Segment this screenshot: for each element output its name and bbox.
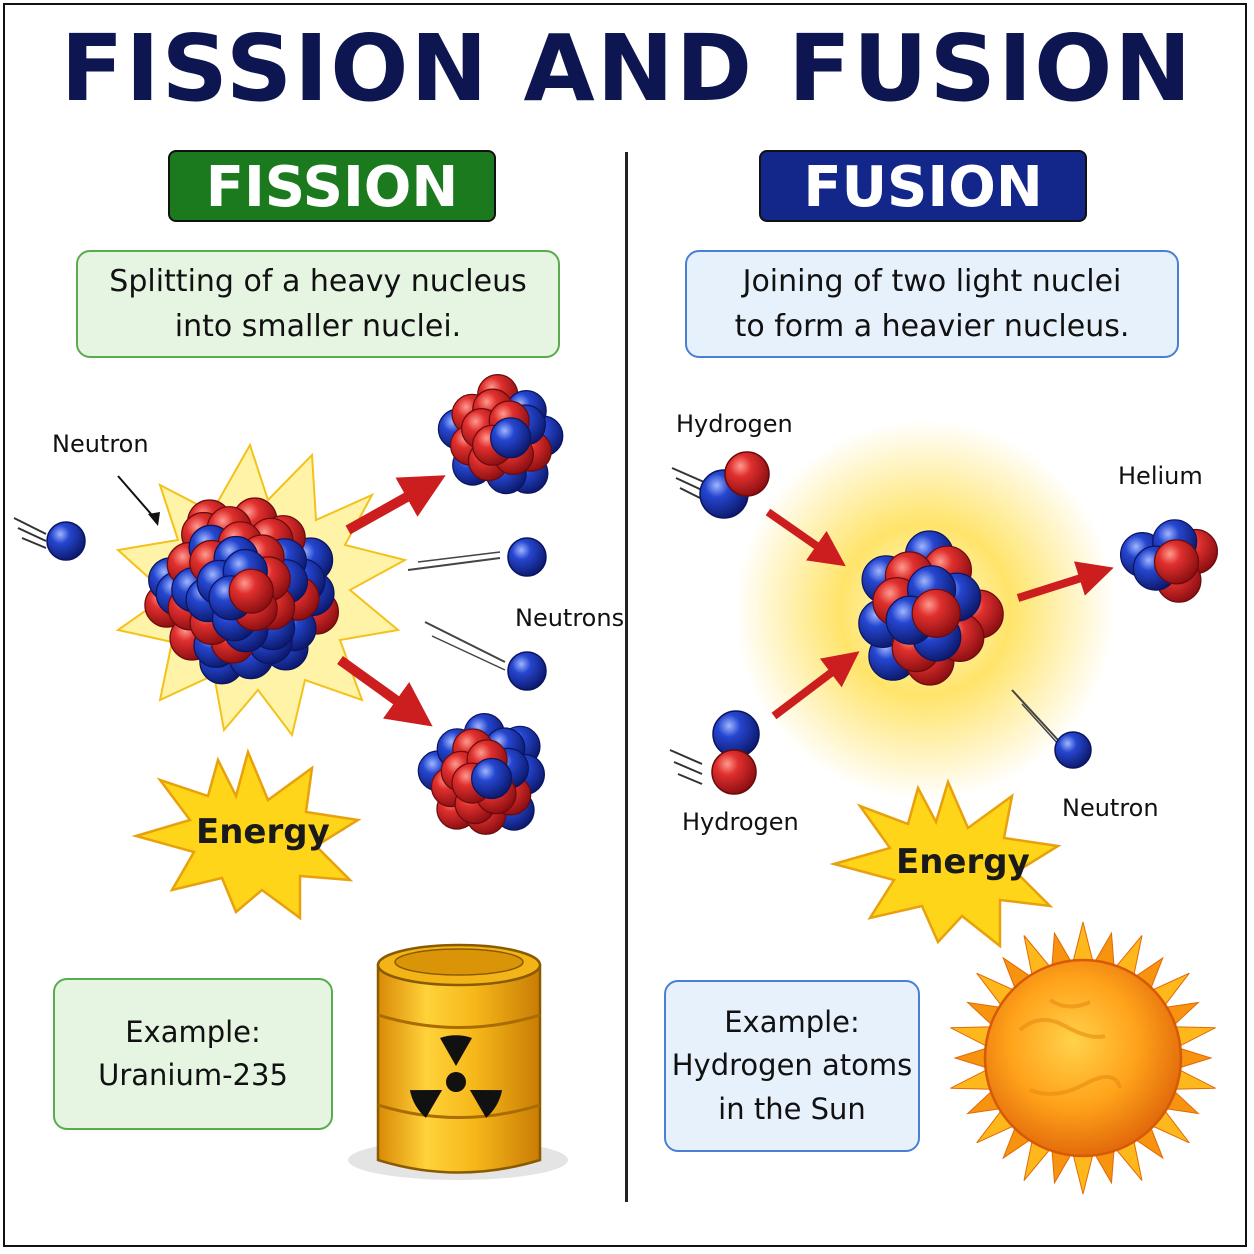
fission-fragment-bottom	[417, 712, 546, 835]
center-divider	[625, 152, 628, 1202]
fission-arrow-bottom	[337, 655, 433, 727]
fusion-neutron	[1011, 689, 1092, 769]
fusion-helium-label: Helium	[1118, 462, 1203, 490]
fission-energy-label: Energy	[196, 812, 330, 852]
proton	[1153, 539, 1200, 585]
fusion-nucleus	[858, 530, 1004, 686]
fusion-arrow-top	[765, 508, 846, 567]
fission-description-line1: Splitting of a heavy nucleus	[109, 264, 527, 299]
fusion-hydrogen-label-bottom: Hydrogen	[682, 808, 799, 836]
fusion-heading: FUSION	[759, 150, 1087, 222]
proton	[228, 568, 274, 614]
sun-ray	[953, 1046, 990, 1070]
incoming-neutron	[13, 517, 86, 561]
emitted-neutron-1	[407, 537, 547, 577]
fission-heading: FISSION	[168, 150, 496, 222]
neutron-particle	[490, 417, 532, 459]
fusion-description-line2: to form a heavier nucleus.	[734, 309, 1130, 344]
fusion-example-label: Example:	[724, 1004, 860, 1039]
fusion-neutron-label: Neutron	[1062, 794, 1159, 822]
fusion-energy-star-icon	[829, 778, 1062, 949]
fission-example-value: Uranium-235	[98, 1058, 288, 1092]
sun-icon	[950, 921, 1216, 1195]
fusion-description-line1: Joining of two light nuclei	[742, 264, 1122, 299]
sun-ray	[1071, 1151, 1095, 1195]
emitted-neutron-2	[424, 621, 547, 691]
fission-fragment-top	[437, 374, 564, 495]
fusion-energy-label: Energy	[896, 842, 1030, 882]
fission-example-box: Example: Uranium-235	[53, 978, 333, 1130]
radiation-symbol-icon	[409, 1035, 503, 1118]
fusion-arrow-helium	[1016, 561, 1114, 602]
fusion-arrow-bottom	[771, 651, 860, 720]
sun-ray	[1176, 1046, 1213, 1070]
hydrogen-bottom	[669, 710, 760, 795]
page-title: FISSION AND FUSION	[60, 15, 1194, 122]
fusion-hydrogen-label-top: Hydrogen	[676, 410, 793, 438]
fission-example-label: Example:	[125, 1014, 261, 1049]
uranium-nucleus	[144, 497, 339, 685]
fusion-example-value-line1: Hydrogen atoms	[671, 1048, 913, 1083]
hydrogen-top	[671, 451, 770, 519]
radioactive-barrel-icon	[348, 943, 568, 1180]
proton	[911, 588, 961, 638]
sun-ray	[1071, 921, 1095, 965]
fission-description: Splitting of a heavy nucleus into smalle…	[76, 250, 560, 358]
fission-arrow-top	[345, 475, 446, 535]
helium-nucleus	[1119, 519, 1219, 603]
neutron-particle	[471, 757, 513, 800]
fusion-example-value-line2: in the Sun	[718, 1091, 866, 1126]
fission-neutrons-label: Neutrons	[515, 604, 625, 632]
fission-neutron-label: Neutron	[52, 430, 149, 458]
fission-description-line2: into smaller nuclei.	[174, 309, 462, 344]
poster-frame	[3, 3, 1247, 1247]
fission-energy-star-icon	[131, 748, 362, 921]
fusion-description: Joining of two light nuclei to form a he…	[685, 250, 1179, 358]
fusion-example-box: Example: Hydrogen atoms in the Sun	[664, 980, 920, 1152]
